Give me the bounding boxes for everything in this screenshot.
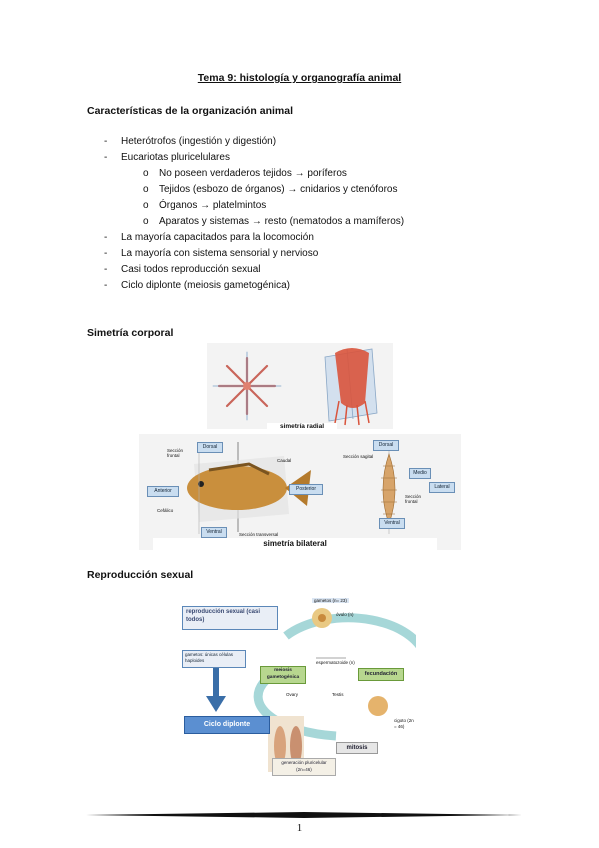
list-item-text: Ciclo diplonte (meiosis gametogénica): [121, 280, 290, 291]
radial-symmetry-illustration: [212, 348, 378, 426]
reproduction-diagram: reproducción sexual (casi todos) gametos…: [176, 596, 416, 778]
testis-label: Testis: [332, 692, 344, 697]
sub-list-item: o Tejidos (esbozo de órganos) → cnidario…: [0, 182, 599, 198]
list-bullet: o: [143, 216, 149, 227]
list-bullet: o: [143, 168, 149, 179]
section-heading-reproduccion: Reproducción sexual: [87, 569, 194, 581]
list-item-text: Casi todos reproducción sexual: [121, 264, 261, 275]
fish-anterior-label: Anterior: [147, 486, 179, 497]
sub-list-item: o Órganos → platelmintos: [0, 198, 599, 214]
page-number: 1: [296, 822, 303, 834]
list-item-text: La mayoría capacitados para la locomoció…: [121, 232, 314, 243]
list-item-text: Heterótrofos (ingestión y digestión): [121, 136, 277, 147]
fish-frontal-section-label: Sección frontal: [167, 448, 184, 458]
section-heading-organizacion: Características de la organización anima…: [87, 105, 294, 117]
list-item: - La mayoría con sistema sensorial y ner…: [0, 246, 599, 262]
bilateral-caption: simetría bilateral: [153, 538, 437, 550]
sperm-label: espermatozoide (n): [316, 660, 355, 665]
footer-rule: [86, 812, 522, 818]
fish-transverse-section-label: Sección transversal: [239, 532, 279, 537]
worm-medial-label: Medio: [409, 468, 431, 479]
list-item-text: La mayoría con sistema sensorial y nervi…: [121, 248, 319, 259]
sub-list-item-text: Tejidos (esbozo de órganos) → cnidarios …: [159, 184, 398, 195]
reproduction-box: reproducción sexual (casi todos): [182, 606, 278, 630]
diplont-cycle-box: Ciclo diplonte: [184, 716, 270, 734]
section-heading-simetria: Simetría corporal: [87, 327, 174, 339]
zygote-label: cigoto (2n = 46): [394, 718, 414, 729]
fish-cephalic-label: Cefálico: [157, 508, 174, 513]
list-dash: -: [104, 264, 108, 275]
worm-lateral-label: Lateral: [429, 482, 455, 493]
fish-dorsal-label: Dorsal: [197, 442, 223, 453]
worm-sagittal-section-label: Sección sagital: [343, 454, 374, 459]
fish-posterior-label: Posterior: [289, 484, 323, 495]
list-item: - Heterótrofos (ingestión y digestión): [0, 134, 599, 150]
bilateral-symmetry-figure: Dorsal Ventral Anterior Posterior Secció…: [139, 434, 461, 550]
list-item: - Eucariotas pluricelulares: [0, 150, 599, 166]
ovum-label: óvulo (n): [336, 612, 354, 617]
sub-list-item: o No poseen verdaderos tejidos → porífer…: [0, 166, 599, 182]
page-title: Tema 9: histología y organografía animal: [197, 72, 402, 84]
sub-list-item-text: Órganos → platelmintos: [159, 200, 267, 211]
list-dash: -: [104, 232, 108, 243]
list-bullet: o: [143, 200, 149, 211]
fish-ventral-label: Ventral: [201, 527, 227, 538]
sub-list-item: o Aparatos y sistemas → resto (nematodos…: [0, 214, 599, 230]
mitosis-box: mitosis: [336, 742, 378, 754]
gametes-label: gametos (n= 23): [312, 598, 349, 603]
worm-frontal-section-label: Sección frontal: [405, 494, 422, 504]
list-dash: -: [104, 152, 108, 163]
list-bullet: o: [143, 184, 149, 195]
fertilization-box: fecundación: [358, 668, 404, 681]
life-cycle-illustration: [206, 608, 416, 772]
list-item-text: Eucariotas pluricelulares: [121, 152, 230, 163]
list-item: - Ciclo diplonte (meiosis gametogénica): [0, 278, 599, 294]
worm-ventral-label: Ventral: [379, 518, 405, 529]
list-dash: -: [104, 248, 108, 259]
list-dash: -: [104, 136, 108, 147]
sub-list-item-text: No poseen verdaderos tejidos → poríferos: [159, 168, 347, 179]
sub-list-item-text: Aparatos y sistemas → resto (nematodos a…: [159, 216, 405, 227]
meiosis-box: meiosis gametogénica: [260, 666, 306, 684]
list-item: - Casi todos reproducción sexual: [0, 262, 599, 278]
list-item: - La mayoría capacitados para la locomoc…: [0, 230, 599, 246]
fish-caudal-label: Caudal: [277, 458, 292, 463]
ovary-label: Ovary: [286, 692, 299, 697]
multicellular-generation-box: generación pluricelular (2n=46): [272, 758, 336, 776]
worm-dorsal-label: Dorsal: [373, 440, 399, 451]
list-dash: -: [104, 280, 108, 291]
radial-symmetry-figure: simetría radial: [207, 343, 393, 430]
radial-caption: simetría radial: [267, 423, 337, 430]
gametes-box: gametos: únicas células haploides: [182, 650, 246, 668]
characteristics-list: - Heterótrofos (ingestión y digestión) -…: [0, 134, 599, 294]
